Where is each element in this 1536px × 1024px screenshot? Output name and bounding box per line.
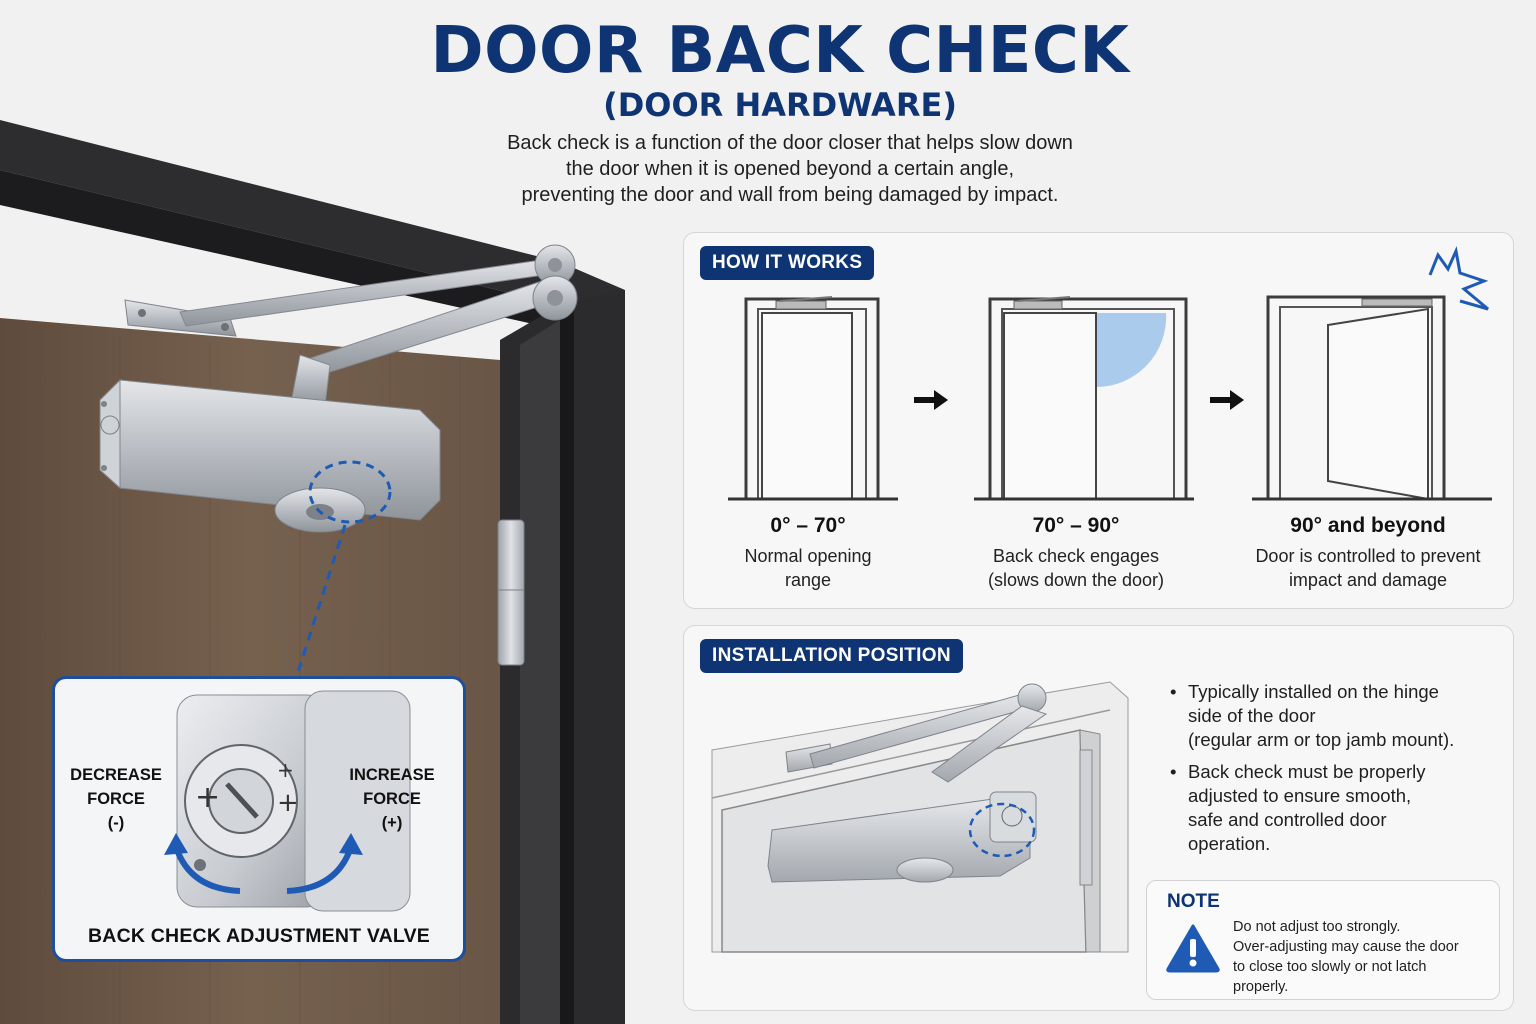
list-item: Back check must be properly adjusted to …	[1168, 760, 1508, 856]
door-stage-controlled-illustration	[1252, 245, 1492, 501]
svg-text:+: +	[195, 780, 220, 815]
arrow-right-icon	[1210, 390, 1244, 410]
stage-controlled: 90° and beyond Door is controlled to pre…	[1255, 514, 1481, 590]
door-stage-engaged-illustration	[974, 296, 1194, 501]
decrease-arrow-icon	[164, 833, 241, 894]
page-title: DOOR BACK CHECK	[430, 14, 1130, 88]
door-stage-closed-illustration	[728, 296, 898, 501]
stage-engaged: 70° – 90° Back check engages(slows down …	[987, 514, 1165, 590]
list-item: Typically installed on the hinge side of…	[1168, 680, 1508, 752]
warning-icon	[1166, 924, 1220, 973]
increase-arrow-icon	[286, 833, 363, 894]
page-subtitle: (DOOR HARDWARE)	[603, 86, 957, 124]
svg-text:+: +	[277, 758, 294, 782]
arrow-right-icon	[914, 390, 948, 410]
installation-badge: INSTALLATION POSITION	[700, 639, 963, 673]
svg-text:+: +	[277, 788, 299, 818]
impact-burst-icon	[1428, 245, 1489, 311]
intro-text: Back check is a function of the door clo…	[507, 132, 1073, 206]
installation-illustration	[711, 681, 1129, 953]
valve-caption: BACK CHECK ADJUSTMENT VALVE	[88, 925, 430, 947]
note-box: NOTE Do not adjust too strongly. Over-ad…	[1146, 880, 1500, 1000]
how-it-works-badge: HOW IT WORKS	[700, 246, 875, 280]
valve-closeup-illustration: + + +	[176, 690, 411, 912]
installation-bullets: Typically installed on the hinge side of…	[1168, 680, 1508, 864]
note-title: NOTE	[1167, 891, 1220, 912]
note-text: Do not adjust too strongly. Over-adjusti…	[1233, 919, 1459, 995]
